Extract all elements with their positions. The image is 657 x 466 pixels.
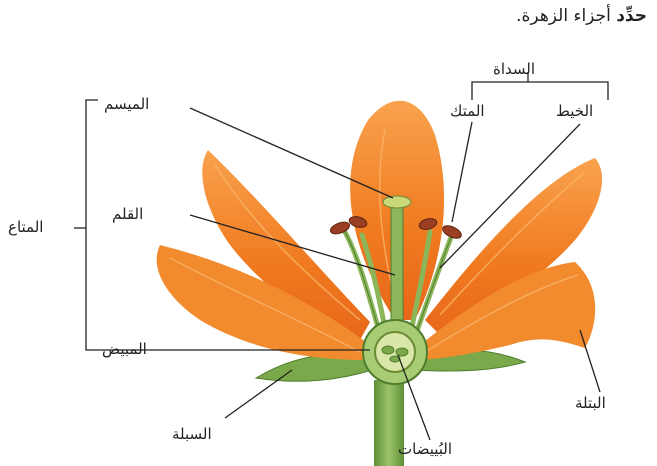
label-filament: الخيط — [556, 102, 593, 120]
anther-leader — [452, 122, 472, 222]
label-stigma: الميسم — [104, 95, 149, 113]
petal-leader — [580, 330, 600, 392]
stigma-shape — [383, 196, 411, 208]
pistil-bracket — [86, 100, 98, 350]
label-stamen: السداة — [493, 60, 535, 78]
stamen-bracket — [472, 82, 608, 100]
label-pistil: المتاع — [8, 218, 43, 236]
label-petal: البتلة — [575, 394, 606, 412]
ovary-inner — [375, 332, 415, 372]
label-ovules: البُييضات — [398, 440, 452, 458]
label-anther: المتك — [450, 102, 485, 120]
label-style: القلم — [112, 205, 143, 223]
label-sepal: السبلة — [172, 425, 212, 443]
label-ovary: المبيض — [102, 340, 147, 358]
